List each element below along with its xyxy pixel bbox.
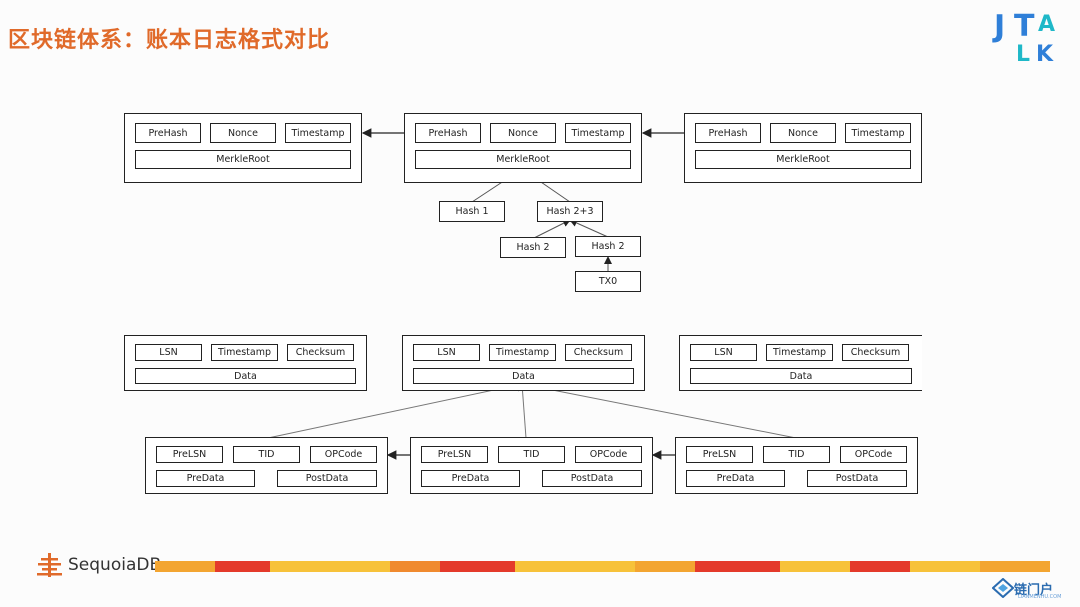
- block-field-prehash: PreHash: [695, 123, 761, 143]
- sequoiadb-logo: SequoiaDB: [36, 551, 161, 579]
- block-1: PreHash Nonce Timestamp MerkleRoot: [124, 113, 362, 183]
- logo-letter-t: T: [1014, 9, 1035, 44]
- block-field-merkleroot: MerkleRoot: [415, 150, 631, 169]
- log-field-data: Data: [135, 368, 356, 384]
- record-field-predata: PreData: [686, 470, 785, 487]
- block-3: PreHash Nonce Timestamp MerkleRoot: [684, 113, 922, 183]
- record-field-prelsn: PreLSN: [156, 446, 223, 463]
- block-2: PreHash Nonce Timestamp MerkleRoot: [404, 113, 642, 183]
- record-field-tid: TID: [233, 446, 300, 463]
- logo-letter-a: A: [1038, 12, 1056, 37]
- block-field-nonce: Nonce: [770, 123, 836, 143]
- log-field-lsn: LSN: [135, 344, 202, 361]
- merkle-node-hash1: Hash 1: [439, 201, 505, 222]
- watermark-subtext: LIANMENHU.COM: [1018, 594, 1062, 600]
- block-field-merkleroot: MerkleRoot: [135, 150, 351, 169]
- record-field-opcode: OPCode: [575, 446, 642, 463]
- block-field-timestamp: Timestamp: [565, 123, 631, 143]
- log-field-checksum: Checksum: [842, 344, 909, 361]
- block-field-timestamp: Timestamp: [285, 123, 351, 143]
- record-field-postdata: PostData: [277, 470, 377, 487]
- log-field-data: Data: [690, 368, 912, 384]
- footer-color-band: [155, 561, 1050, 572]
- watermark: 链门户 LIANMENHU.COM: [992, 578, 1061, 600]
- jtalk-logo: J T A L K: [990, 8, 1062, 68]
- record-field-predata: PreData: [421, 470, 520, 487]
- log-field-checksum: Checksum: [565, 344, 632, 361]
- record-field-opcode: OPCode: [840, 446, 907, 463]
- record-line-1: [267, 381, 523, 439]
- record-field-tid: TID: [763, 446, 830, 463]
- log-field-timestamp: Timestamp: [211, 344, 278, 361]
- log-field-data: Data: [413, 368, 634, 384]
- log-block-3: LSN Timestamp Checksum Data: [679, 335, 922, 391]
- record-field-postdata: PostData: [807, 470, 907, 487]
- merkle-node-hash2a: Hash 2: [500, 237, 566, 258]
- log-field-timestamp: Timestamp: [489, 344, 556, 361]
- record-block-2: PreLSN TID OPCode PreData PostData: [410, 437, 653, 494]
- merkle-node-hash23: Hash 2+3: [537, 201, 603, 222]
- block-field-merkleroot: MerkleRoot: [695, 150, 911, 169]
- logo-letter-l: L: [1016, 42, 1031, 67]
- log-field-checksum: Checksum: [287, 344, 354, 361]
- block-field-prehash: PreHash: [135, 123, 201, 143]
- log-block-2: LSN Timestamp Checksum Data: [402, 335, 645, 391]
- logo-letter-j: J: [994, 9, 1006, 44]
- record-field-postdata: PostData: [542, 470, 642, 487]
- block-field-nonce: Nonce: [490, 123, 556, 143]
- record-field-prelsn: PreLSN: [421, 446, 488, 463]
- watermark-text: 链门户: [1014, 582, 1054, 598]
- record-field-prelsn: PreLSN: [686, 446, 753, 463]
- block-field-timestamp: Timestamp: [845, 123, 911, 143]
- sequoiadb-tree-icon: [37, 553, 62, 577]
- record-field-tid: TID: [498, 446, 565, 463]
- merkle-line-hash2b: [569, 219, 609, 238]
- merkle-node-hash2b: Hash 2: [575, 236, 641, 257]
- slide-title: 区块链体系：账本日志格式对比: [8, 28, 331, 53]
- record-field-opcode: OPCode: [310, 446, 377, 463]
- block-field-prehash: PreHash: [415, 123, 481, 143]
- merkle-line-hash2a: [533, 219, 571, 239]
- record-line-3: [521, 381, 797, 439]
- log-field-lsn: LSN: [690, 344, 757, 361]
- record-block-1: PreLSN TID OPCode PreData PostData: [145, 437, 388, 494]
- log-field-lsn: LSN: [413, 344, 480, 361]
- log-block-1: LSN Timestamp Checksum Data: [124, 335, 367, 391]
- log-field-timestamp: Timestamp: [766, 344, 833, 361]
- logo-letter-k: K: [1036, 42, 1054, 67]
- diamond-logo-icon: [992, 578, 1014, 598]
- record-field-predata: PreData: [156, 470, 255, 487]
- record-block-3: PreLSN TID OPCode PreData PostData: [675, 437, 918, 494]
- block-field-nonce: Nonce: [210, 123, 276, 143]
- sequoiadb-wordmark: SequoiaDB: [68, 555, 162, 575]
- record-line-2: [518, 383, 527, 439]
- merkle-node-tx0: TX0: [575, 271, 641, 292]
